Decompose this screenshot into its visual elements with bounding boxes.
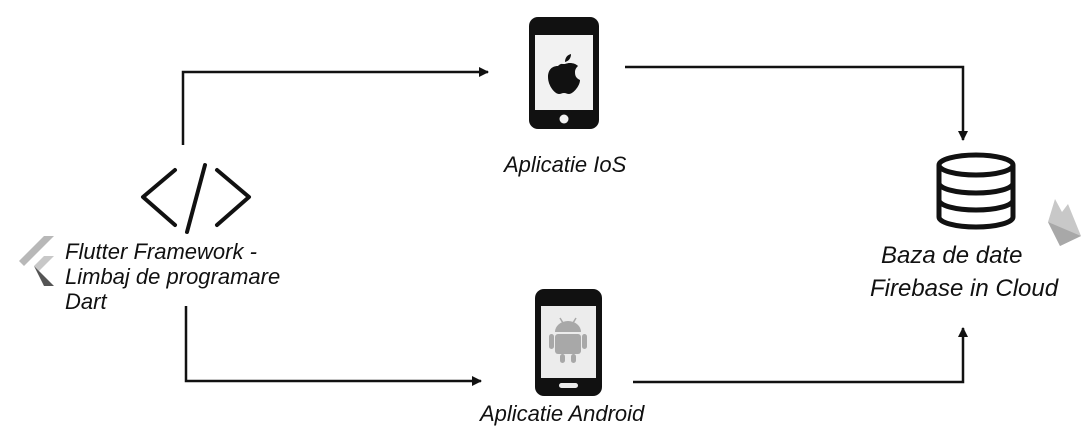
- code-brackets-icon: [141, 163, 251, 234]
- apple-logo-icon: [548, 54, 580, 94]
- database-label-line2: Firebase in Cloud: [870, 275, 1059, 302]
- arrow-ios-to-database: [625, 65, 968, 141]
- source-label-line3: Dart: [65, 289, 107, 314]
- arrow-source-to-ios: [181, 67, 489, 145]
- database-icon: [936, 152, 1016, 230]
- android-logo-icon: [549, 317, 587, 363]
- ios-app-label: Aplicatie IoS: [504, 152, 627, 177]
- flutter-logo: [19, 236, 54, 286]
- database-label-line1: Baza de date: [881, 242, 1023, 269]
- source-label-line1: Flutter Framework -: [65, 239, 257, 264]
- firebase-logo: [1048, 199, 1081, 246]
- arrow-source-to-android: [184, 306, 482, 386]
- arrow-android-to-database: [633, 327, 968, 384]
- source-label-line2: Limbaj de programare: [65, 264, 281, 289]
- android-app-label: Aplicatie Android: [480, 401, 645, 426]
